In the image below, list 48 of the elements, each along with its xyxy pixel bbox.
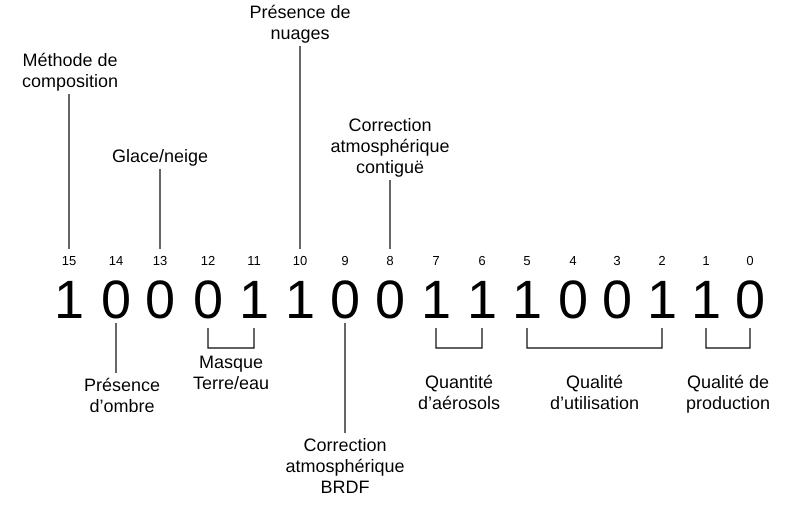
bit-digit: 0 bbox=[100, 273, 132, 327]
leader-line bbox=[344, 323, 346, 433]
group-label: Qualité de production bbox=[684, 372, 772, 414]
field-label: Méthode de composition bbox=[5, 50, 135, 92]
bit-digit: 0 bbox=[558, 273, 588, 327]
bit-number: 3 bbox=[613, 253, 621, 268]
field-label: Présence d’ombre bbox=[67, 375, 177, 417]
bit-number: 11 bbox=[247, 253, 261, 268]
bit-digit: 1 bbox=[512, 273, 542, 327]
bit-number: 14 bbox=[108, 253, 124, 268]
bit-digit: 0 bbox=[330, 273, 360, 327]
field-label: Correction atmosphérique BRDF bbox=[270, 435, 420, 498]
field-label: Glace/neige bbox=[105, 146, 215, 167]
bit-digit: 1 bbox=[238, 273, 270, 327]
bit-number: 9 bbox=[341, 253, 349, 268]
bit-number: 4 bbox=[569, 253, 577, 268]
bit-number: 1 bbox=[702, 253, 710, 268]
bit-digit: 1 bbox=[420, 273, 452, 327]
bit-number: 5 bbox=[523, 253, 531, 268]
bit-number: 10 bbox=[292, 253, 308, 268]
bit-number: 0 bbox=[746, 253, 754, 268]
leader-line bbox=[299, 46, 301, 249]
group-label: Quantité d’aérosols bbox=[416, 372, 502, 414]
bit-digit: 1 bbox=[284, 273, 316, 327]
group-label: Masque Terre/eau bbox=[192, 352, 270, 394]
field-label: Présence de nuages bbox=[245, 2, 355, 44]
bit-digit: 1 bbox=[54, 273, 84, 327]
bit-number: 13 bbox=[152, 253, 168, 268]
leader-line bbox=[159, 169, 161, 249]
leader-line bbox=[68, 94, 70, 249]
group-label: Qualité d’utilisation bbox=[548, 372, 640, 414]
leader-line bbox=[389, 180, 391, 249]
leader-line bbox=[115, 323, 117, 373]
field-label: Correction atmosphérique contiguë bbox=[315, 115, 465, 178]
bit-number: 6 bbox=[478, 253, 486, 268]
bit-number: 15 bbox=[62, 253, 76, 268]
bit-digit: 0 bbox=[734, 273, 766, 327]
bit-digit: 0 bbox=[144, 273, 176, 327]
bit-digit: 0 bbox=[192, 273, 224, 327]
bit-digit: 0 bbox=[602, 273, 632, 327]
bit-number: 8 bbox=[386, 253, 394, 268]
bit-number: 12 bbox=[200, 253, 216, 268]
bit-digit: 1 bbox=[646, 273, 678, 327]
bit-digit: 0 bbox=[374, 273, 406, 327]
bit-digit: 1 bbox=[466, 273, 498, 327]
bit-number: 7 bbox=[432, 253, 440, 268]
bit-number: 2 bbox=[658, 253, 666, 268]
bit-digit: 1 bbox=[690, 273, 722, 327]
